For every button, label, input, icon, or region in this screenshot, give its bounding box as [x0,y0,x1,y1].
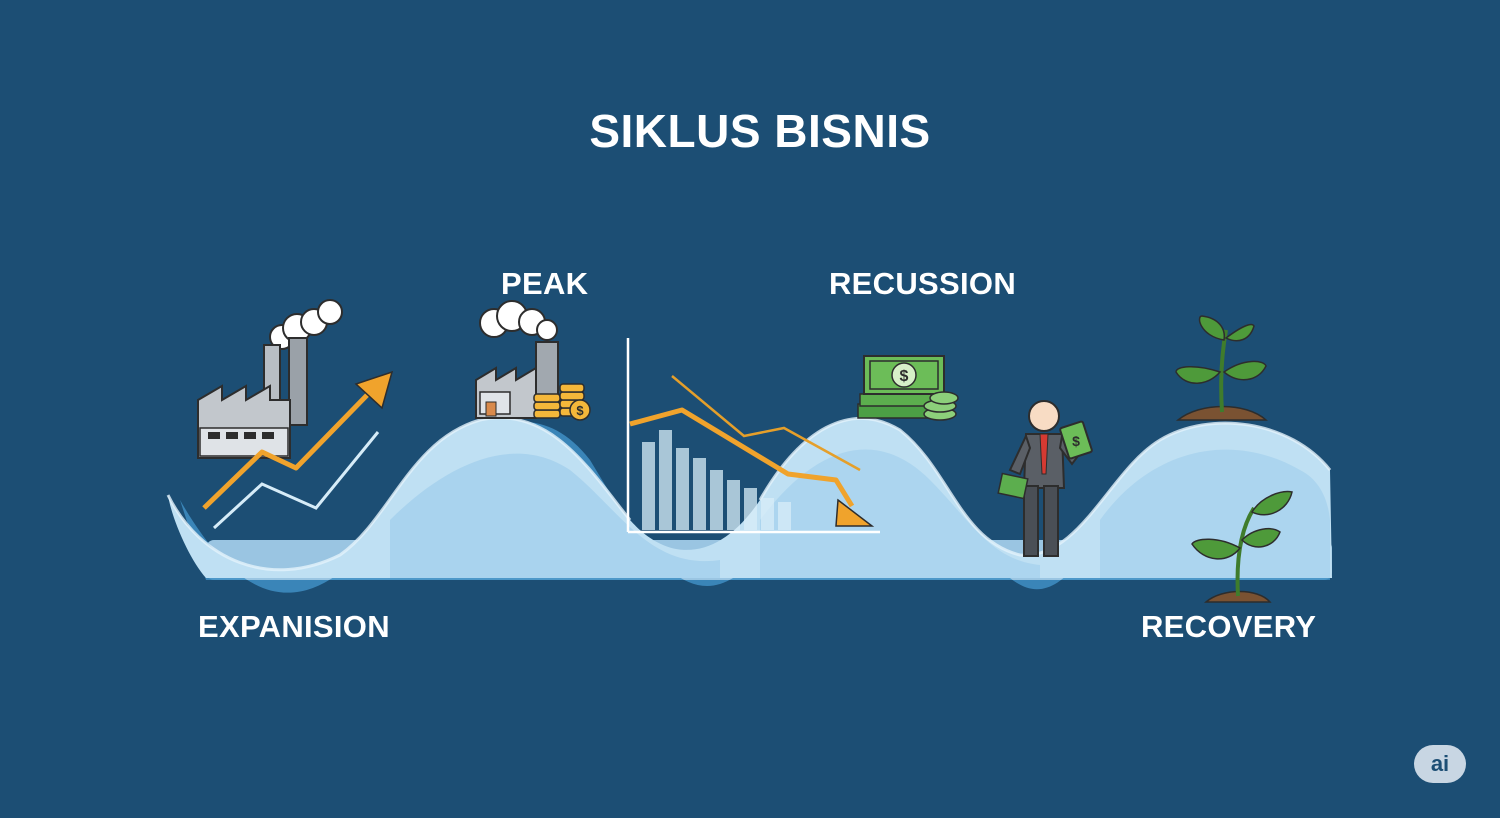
peak-factory-icon [475,300,559,419]
stage-label-expansion: EXPANISION [198,609,390,644]
cash-stack-icon: $ [857,355,959,421]
stage-label-recession: RECUSSION [829,266,1017,301]
businessman-icon: $ [997,400,1093,557]
stage-label-recovery: RECOVERY [1141,609,1317,644]
factory-icon [197,299,343,459]
svg-text:$: $ [576,403,584,418]
coins-icon: $ [533,383,591,421]
ai-badge: ai [1414,745,1466,783]
page-title: SIKLUS BISNIS [589,105,931,157]
svg-text:$: $ [900,368,909,385]
sprout-icon [1175,315,1268,421]
stage-label-peak: PEAK [501,266,589,301]
svg-text:$: $ [1072,433,1080,449]
rising-arrow-icon [202,370,394,530]
sprout-small-icon [1191,490,1293,603]
wave-band [166,416,1332,593]
declining-chart-icon [626,338,880,534]
